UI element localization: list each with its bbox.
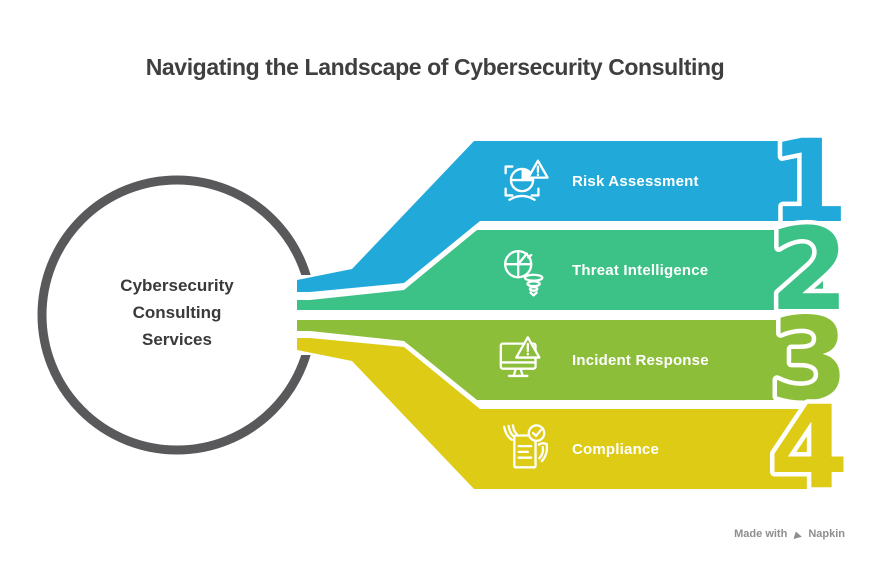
band-row-4: Compliance (496, 422, 659, 476)
center-circle-label: Cybersecurity Consulting Services (67, 272, 287, 353)
band-row-3: Incident Response (496, 333, 709, 387)
watermark-prefix: Made with (734, 528, 788, 540)
band-ribbon-2 (297, 230, 823, 310)
risk-assessment-icon (504, 159, 549, 201)
funnel-icon (523, 273, 544, 282)
incident-response-icon (499, 336, 541, 378)
center-label-line2: Consulting (132, 303, 222, 322)
band-row-2: Threat Intelligence (496, 243, 708, 297)
band-number-3: 3 (769, 293, 848, 426)
band-number-4: 4 (769, 381, 848, 514)
center-label-line1: Cybersecurity (120, 276, 234, 295)
watermark-brand: Napkin (808, 528, 845, 540)
page-title: Navigating the Landscape of Cybersecurit… (145, 54, 725, 80)
pen-icon (793, 531, 803, 539)
check-circle-icon (527, 424, 546, 442)
band-label-3: Incident Response (572, 351, 709, 369)
compliance-icon (503, 424, 549, 469)
band-ribbon-3 (297, 320, 823, 400)
center-label-line3: Services (142, 330, 212, 349)
band-row-1: Risk Assessment (496, 154, 699, 208)
band-label-4: Compliance (572, 440, 660, 458)
band-number-2: 2 (769, 203, 848, 336)
band-label-2: Threat Intelligence (572, 261, 709, 279)
threat-intelligence-icon (504, 250, 544, 297)
watermark: Made with Napkin (734, 528, 845, 540)
band-ribbon-4 (297, 338, 823, 489)
band-ribbon-1 (297, 141, 823, 292)
band-number-1: 1 (769, 115, 848, 248)
band-label-1: Risk Assessment (572, 172, 699, 190)
